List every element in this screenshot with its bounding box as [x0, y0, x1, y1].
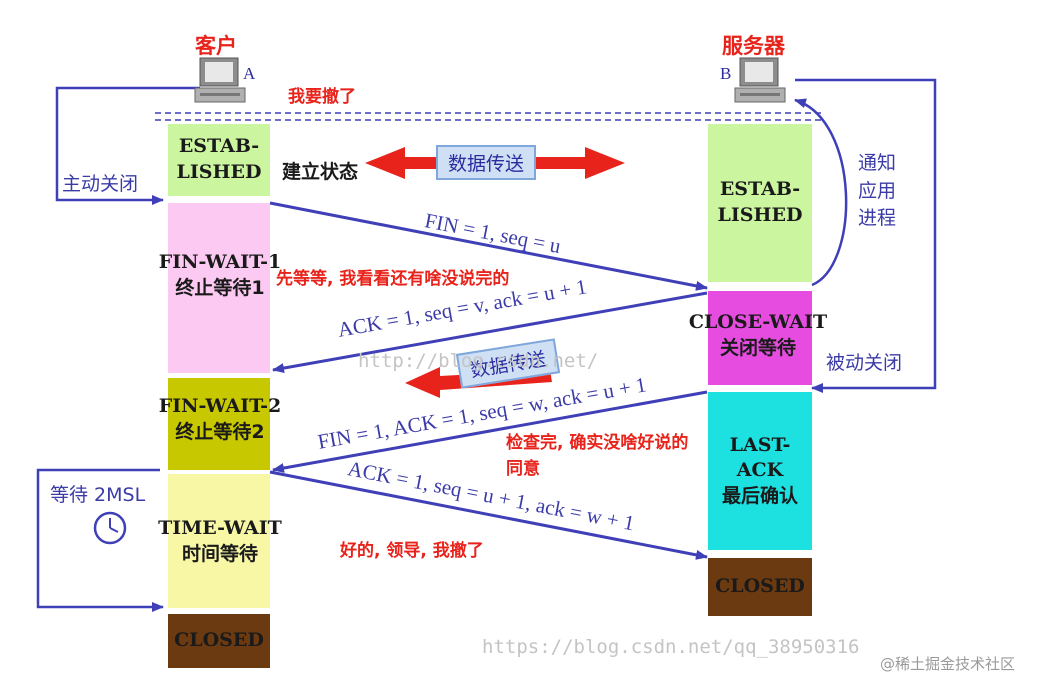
fin-wait-1-line2: 终止等待1: [175, 277, 265, 299]
server-established-line1: ESTAB-: [719, 178, 801, 201]
active-close-connector: [55, 86, 200, 205]
annotation-i-am-leaving: 我要撤了: [288, 87, 356, 107]
server-closed-label: CLOSED: [715, 575, 805, 598]
data-transfer-tag-established: 数据传送: [436, 145, 537, 180]
client-time-wait-label: TIME-WAIT 时间等待: [140, 514, 300, 570]
watermark-1: http://blog.csdn.net/: [358, 350, 599, 372]
fin-wait-1-line1: FIN-WAIT-1: [158, 251, 282, 274]
notify-app-connector: [794, 98, 848, 287]
client-state-closed: CLOSED: [168, 614, 270, 668]
fin-wait-2-line2: 终止等待2: [175, 421, 265, 443]
notify-app-line2: 应用: [858, 179, 897, 202]
arrow-fin1: [269, 201, 708, 291]
last-ack-line2: 最后确认: [721, 484, 798, 507]
arrow-fin2: [272, 390, 708, 473]
close-wait-line2: 关闭等待: [719, 337, 796, 359]
clock-icon: [93, 511, 127, 545]
client-state-fin-wait-1: [168, 203, 270, 373]
fin-wait-2-line1: FIN-WAIT-2: [158, 395, 282, 418]
client-established-line2: LISHED: [176, 161, 262, 183]
server-state-established: ESTAB- LISHED: [708, 124, 812, 282]
client-state-established: ESTAB- LISHED: [168, 124, 270, 196]
passive-close-connector: [795, 78, 937, 393]
passive-close-label: 被动关闭: [826, 352, 903, 374]
last-ack-line1: LAST-ACK: [729, 433, 791, 482]
client-state-fin-wait-2: [168, 378, 270, 470]
time-wait-line1: TIME-WAIT: [158, 517, 282, 540]
client-fin-wait-2-label: FIN-WAIT-2 终止等待2: [140, 392, 300, 448]
active-close-label: 主动关闭: [62, 173, 139, 195]
computer-icon-server: [734, 57, 786, 103]
client-host-letter: A: [243, 64, 256, 83]
arrow-ack2: [269, 470, 708, 560]
annotation-checked-line1: 检查完, 确实没啥好说的: [506, 433, 689, 453]
established-suffix-label: 建立状态: [281, 161, 358, 184]
close-wait-line1: CLOSE-WAIT: [688, 311, 828, 334]
computer-icon-client: [194, 57, 246, 103]
client-established-line1: ESTAB-: [178, 135, 260, 158]
annotation-wait-check: 先等等, 我看看还有啥没说完的: [276, 269, 510, 289]
client-fin-wait-1-label: FIN-WAIT-1 终止等待1: [140, 248, 300, 304]
client-closed-label: CLOSED: [174, 629, 264, 652]
arrow-ack1: [272, 291, 708, 374]
notify-app-label: 通知 应用 进程: [858, 150, 896, 233]
client-host-name: 客户: [195, 34, 237, 58]
wait-2msl-connector: [36, 468, 164, 612]
notify-app-line3: 进程: [858, 207, 897, 230]
server-state-close-wait: [708, 291, 812, 385]
client-state-time-wait: [168, 474, 270, 608]
time-wait-line2: 时间等待: [181, 543, 258, 565]
server-established-line2: LISHED: [717, 204, 803, 226]
server-state-closed: CLOSED: [708, 558, 812, 616]
wait-2msl-label: 等待 2MSL: [50, 484, 146, 506]
footer-credit: @稀土掘金技术社区: [880, 655, 1016, 673]
annotation-ok-leaving: 好的, 领导, 我撤了: [340, 541, 484, 561]
server-state-last-ack: LAST-ACK 最后确认: [708, 392, 812, 550]
server-host-name: 服务器: [722, 34, 785, 58]
notify-app-line1: 通知: [858, 152, 897, 174]
server-host-letter: B: [720, 64, 732, 83]
annotation-checked-line2: 同意: [506, 459, 540, 479]
watermark-2: https://blog.csdn.net/qq_38950316: [482, 636, 860, 658]
server-close-wait-label: CLOSE-WAIT 关闭等待: [670, 308, 846, 364]
